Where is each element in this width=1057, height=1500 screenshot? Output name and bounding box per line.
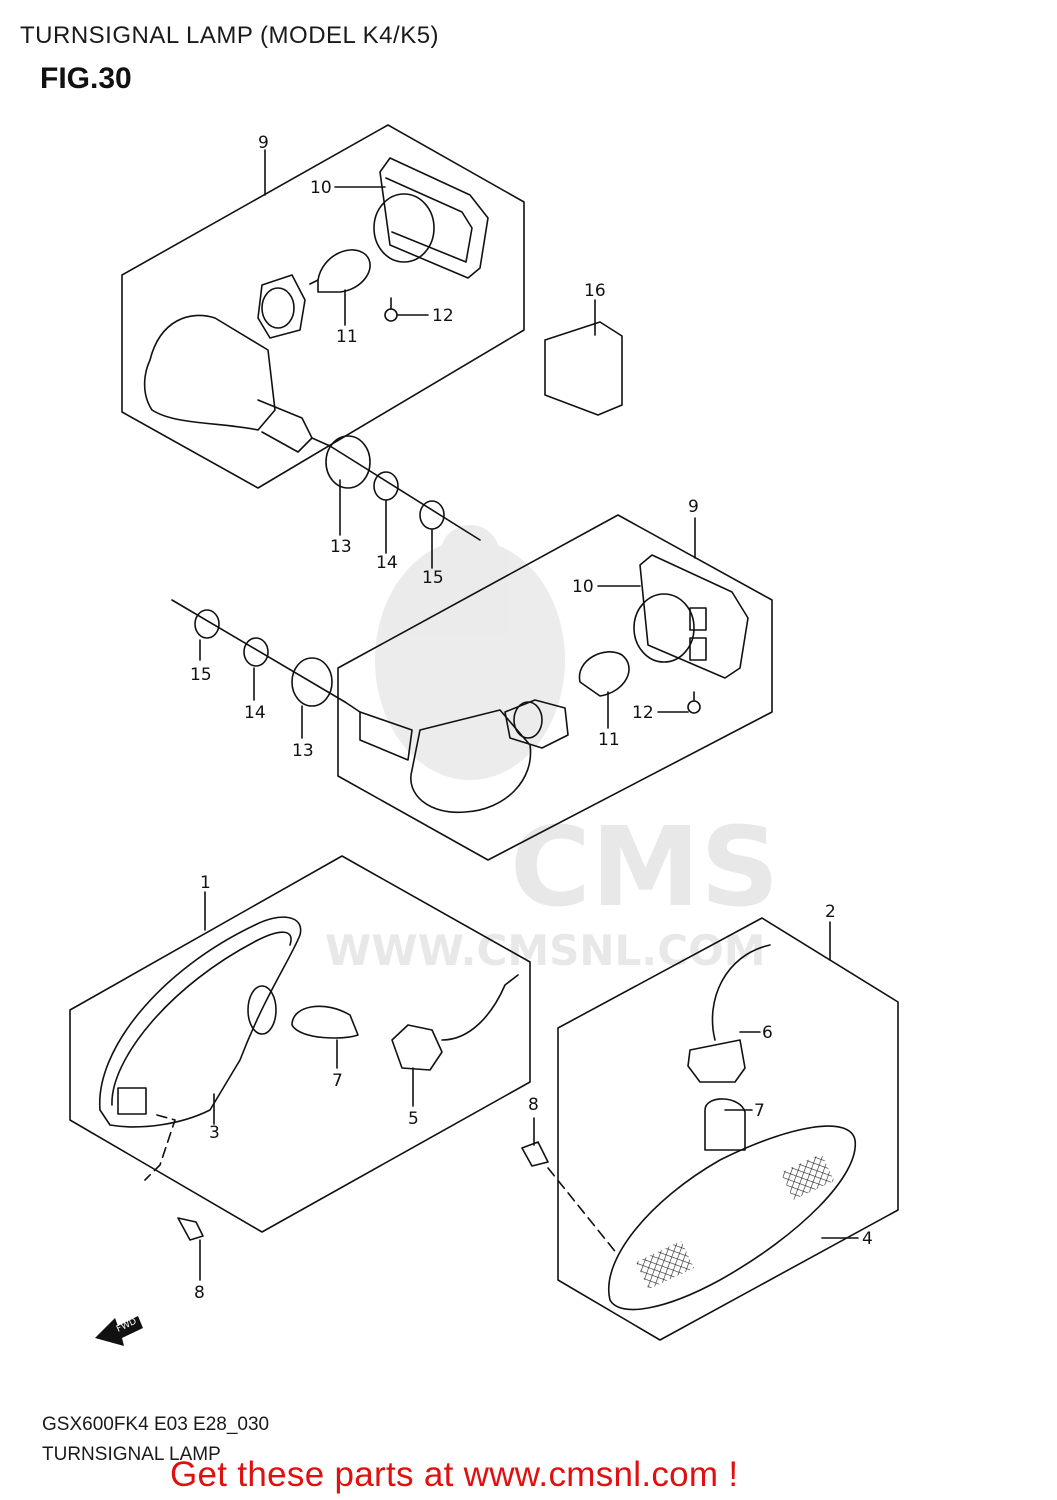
watermark-url: WWW.CMSNL.COM	[325, 926, 766, 975]
housing-middle	[410, 709, 532, 814]
callout-9-upper: 9	[258, 133, 269, 153]
bulb-7-left	[291, 1005, 359, 1039]
nut-15-upper	[419, 500, 445, 530]
washer-14-lower	[243, 637, 269, 667]
lamp-assembly-frame-1	[69, 855, 531, 1233]
callout-11-upper: 11	[336, 327, 358, 347]
bulb-middle	[578, 651, 630, 697]
bulb-upper	[317, 249, 371, 293]
callout-8-left: 8	[194, 1283, 205, 1303]
watermark-brand: CMS	[510, 803, 779, 931]
diagram-code: GSX600FK4 E03 E28_030	[42, 1414, 270, 1435]
socket-middle	[504, 699, 569, 749]
promo-link[interactable]: Get these parts at www.cmsnl.com !	[170, 1455, 739, 1494]
lens-upper	[379, 157, 489, 279]
socket-6	[687, 1039, 746, 1083]
lens-4	[607, 1125, 856, 1311]
callout-9-lower: 9	[688, 497, 699, 517]
callout-6: 6	[762, 1023, 773, 1043]
screw-middle	[687, 700, 701, 714]
socket-5	[391, 1024, 443, 1071]
lamp-assembly-frame-2	[557, 917, 899, 1341]
nut-15-lower	[194, 609, 220, 639]
callout-13-lower: 13	[292, 741, 314, 761]
connector-1	[117, 1087, 147, 1115]
callout-11-lower: 11	[598, 730, 620, 750]
callout-13-upper: 13	[330, 537, 352, 557]
cap-16	[544, 321, 623, 416]
callout-15-lower: 15	[190, 665, 212, 685]
cms-watermark: CMS WWW.CMSNL.COM	[325, 525, 779, 975]
lamp-assembly-frame-lower	[337, 514, 773, 861]
callout-labels: 9 10 11 12 16 13 14 15 9 10 15 14 13 12 …	[190, 133, 873, 1303]
callout-7-left: 7	[332, 1071, 343, 1091]
nut-13-upper	[325, 435, 371, 489]
callout-14-lower: 14	[244, 703, 266, 723]
fwd-arrow-icon: FWD	[95, 1316, 143, 1346]
figure-number: FIG.30	[40, 62, 132, 95]
callout-14-upper: 14	[376, 553, 398, 573]
lens-middle	[639, 554, 749, 679]
diagram-name: TURNSIGNAL LAMP	[42, 1444, 221, 1465]
callout-4: 4	[862, 1229, 873, 1249]
callout-12-lower: 12	[632, 703, 654, 723]
callout-5: 5	[408, 1109, 419, 1129]
diagram-title: TURNSIGNAL LAMP (MODEL K4/K5)	[20, 22, 440, 49]
callout-7-right: 7	[754, 1101, 765, 1121]
callout-3: 3	[209, 1123, 220, 1143]
callout-1: 1	[200, 873, 211, 893]
callout-10-upper: 10	[310, 178, 332, 198]
callout-10-lower: 10	[572, 577, 594, 597]
bulb-7-right	[704, 1098, 746, 1151]
callout-16: 16	[584, 281, 606, 301]
nut-13-lower	[291, 657, 333, 707]
callout-2: 2	[825, 902, 836, 922]
callout-8-right: 8	[528, 1095, 539, 1115]
screw-8-right	[521, 1141, 549, 1167]
screw-upper	[384, 308, 398, 322]
housing-upper	[143, 314, 276, 431]
callout-15-upper: 15	[422, 568, 444, 588]
screw-8-left	[177, 1217, 204, 1241]
lamp-assembly-frame-upper	[121, 124, 525, 489]
housing-1	[99, 916, 302, 1128]
callout-12-upper: 12	[432, 306, 454, 326]
socket-upper	[257, 274, 306, 339]
